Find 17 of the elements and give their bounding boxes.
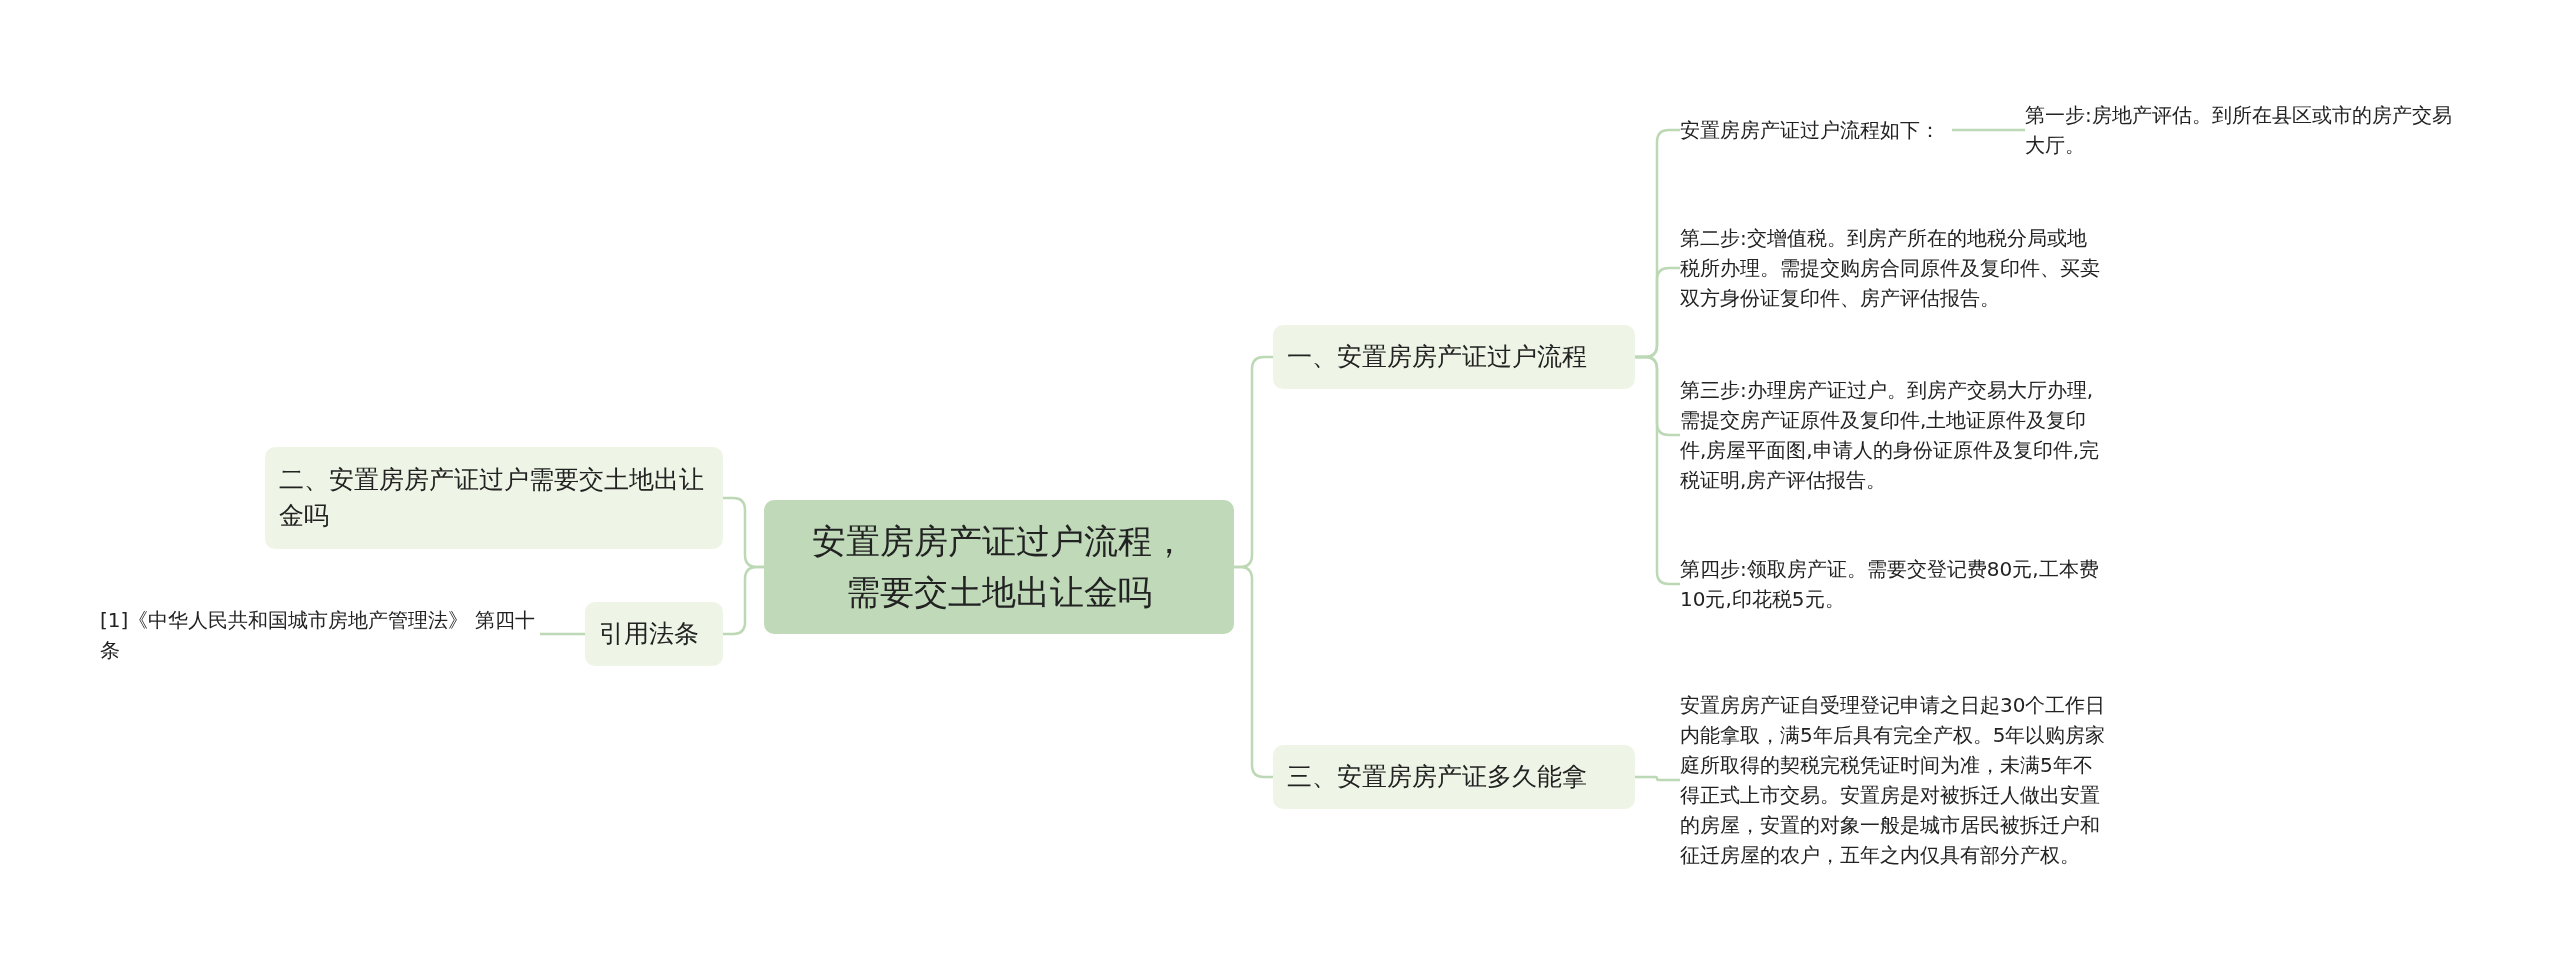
branch-topic-box: 三、安置房房产证多久能拿 [1273, 745, 1635, 809]
connector-line [1635, 775, 1680, 782]
leaf-text: 第四步:领取房产证。需要交登记费80元,工本费10元,印花税5元。 [1680, 553, 2105, 615]
branch-topic-box: 引用法条 [585, 602, 723, 666]
leaf-text: 第二步:交增值税。到房产所在的地税分局或地税所办理。需提交购房合同原件及复印件、买卖双方身份证复印件、房产评估报告。 [1680, 222, 2105, 314]
branch-topic-box: 二、安置房房产证过户需要交土地出让金吗 [265, 447, 723, 549]
central-topic-box: 安置房房产证过户流程，需要交土地出让金吗 [764, 500, 1234, 634]
leaf-text: 安置房房产证自受理登记申请之日起30个工作日内能拿取，满5年后具有完全产权。5年以购房家庭所取得的契税完税凭证时间为准，未满5年不得正式上市交易。安置房是对被拆迁人做出安置的房屋，安置的对象一般是城市居民被拆迁户和征迁房屋的农户，五年之内仅具有部分产权。 [1680, 668, 2110, 892]
leaf-text: 第一步:房地产评估。到所在县区或市的房产交易大厅。 [2025, 98, 2455, 162]
leaf-text: 第三步:办理房产证过户。到房产交易大厅办理,需提交房产证原件及复印件,土地证原件及复印件,房屋平面图,申请人的身份证原件及复印件,完税证明,房产评估报告。 [1680, 372, 2105, 498]
leaf-text: 安置房房产证过户流程如下： [1680, 112, 1952, 148]
connector-line [723, 565, 764, 636]
connector-line [1234, 565, 1273, 779]
branch-topic-box: 一、安置房房产证过户流程 [1273, 325, 1635, 389]
connector-line [1952, 128, 2025, 132]
leaf-text: [1]《中华人民共和国城市房地产管理法》 第四十条 [100, 603, 540, 667]
connector-line [540, 632, 585, 636]
